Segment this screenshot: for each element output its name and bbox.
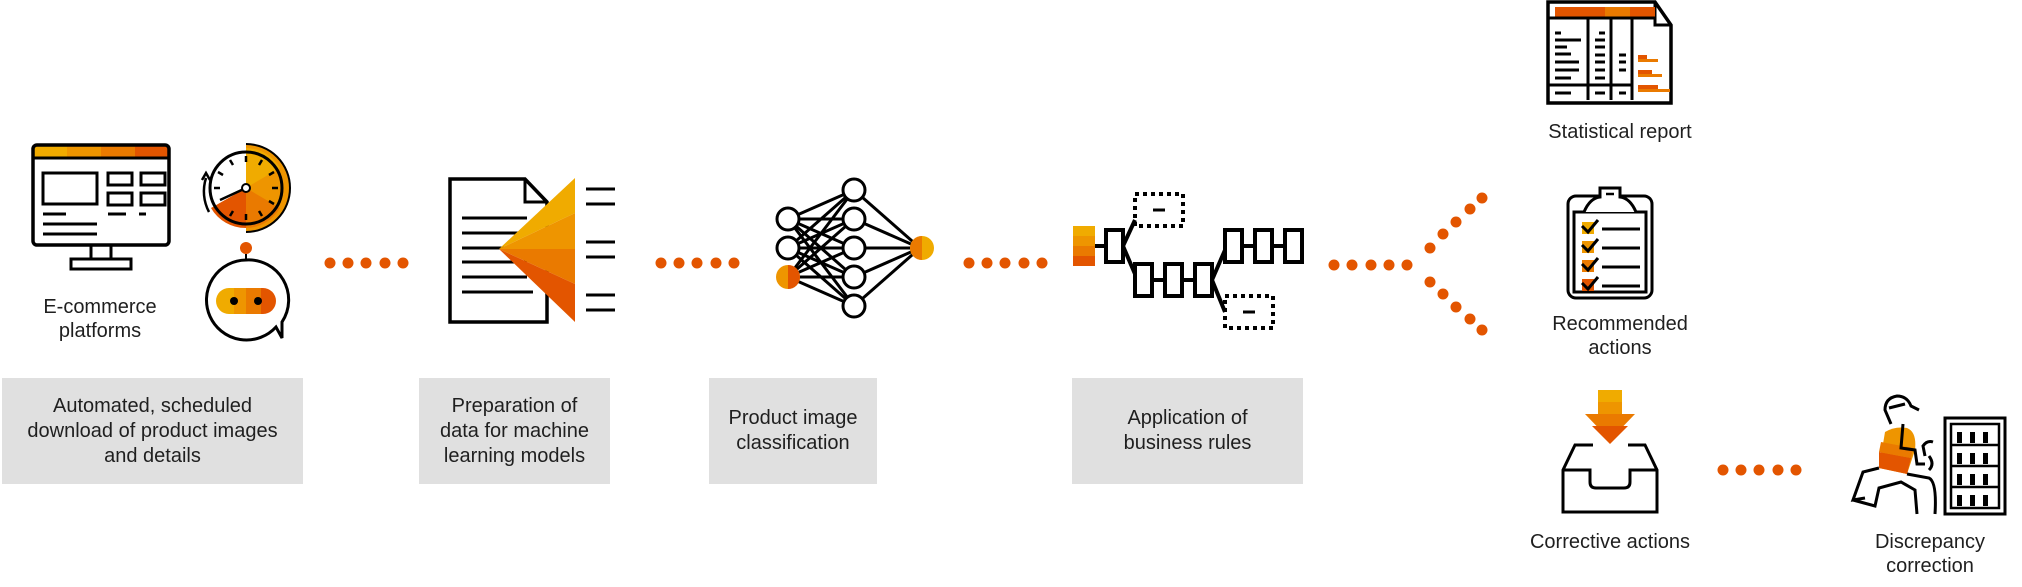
label-line: Statistical report [1548, 121, 1692, 143]
clipboard-checklist-icon [1566, 186, 1654, 300]
connector-dots-3 [963, 257, 1048, 269]
connector-branch-dots [1328, 192, 1488, 336]
label-line: platforms [58, 320, 142, 342]
monitor-icon [31, 143, 171, 271]
step-box-preparation: Preparation of data for machine learning… [419, 378, 610, 484]
connector-dots-1 [324, 257, 409, 269]
box-text-line: download of product images [27, 419, 278, 442]
discrepancy-correction-label: Discrepancy correction [1840, 530, 2020, 578]
label-line: actions [1588, 337, 1652, 359]
ecommerce-platforms-label: E-commerce platforms [30, 295, 170, 343]
box-text-line: business rules [1123, 432, 1252, 454]
label-line: Recommended [1552, 313, 1688, 335]
label-line: Discrepancy [1874, 531, 1986, 553]
technician-shelf-icon [1850, 394, 2007, 516]
connector-dots-2 [655, 257, 740, 269]
box-text-line: Preparation of [451, 394, 578, 417]
corrective-actions-label: Corrective actions [1510, 530, 1710, 554]
step-box-download: Automated, scheduled download of product… [2, 378, 303, 484]
step-box-classification: Product image classification [709, 378, 877, 484]
label-line: E-commerce [43, 296, 157, 318]
box-text-line: Product image [728, 407, 858, 429]
connector-dots-5 [1717, 464, 1802, 476]
box-text-line: learning models [443, 444, 586, 467]
label-line: correction [1886, 555, 1974, 577]
inbox-arrow-icon [1561, 390, 1659, 514]
box-text-line: and details [104, 444, 201, 467]
box-text-line: data for machine [440, 419, 589, 442]
neural-network-icon [775, 177, 934, 319]
recommended-actions-label: Recommended actions [1520, 312, 1720, 360]
chatbot-icon [205, 242, 291, 342]
document-funnel-icon [448, 177, 615, 324]
scheduled-clock-icon [200, 143, 291, 233]
statistical-report-label: Statistical report [1520, 120, 1720, 144]
box-text-line: Automated, scheduled [52, 394, 253, 417]
box-text-line: classification [736, 432, 850, 454]
decision-tree-icon [1073, 192, 1304, 330]
label-line: Corrective actions [1529, 531, 1691, 553]
step-box-business-rules: Application of business rules [1072, 378, 1303, 484]
box-text-line: Application of [1127, 407, 1248, 429]
statistical-report-icon [1546, 0, 1673, 105]
